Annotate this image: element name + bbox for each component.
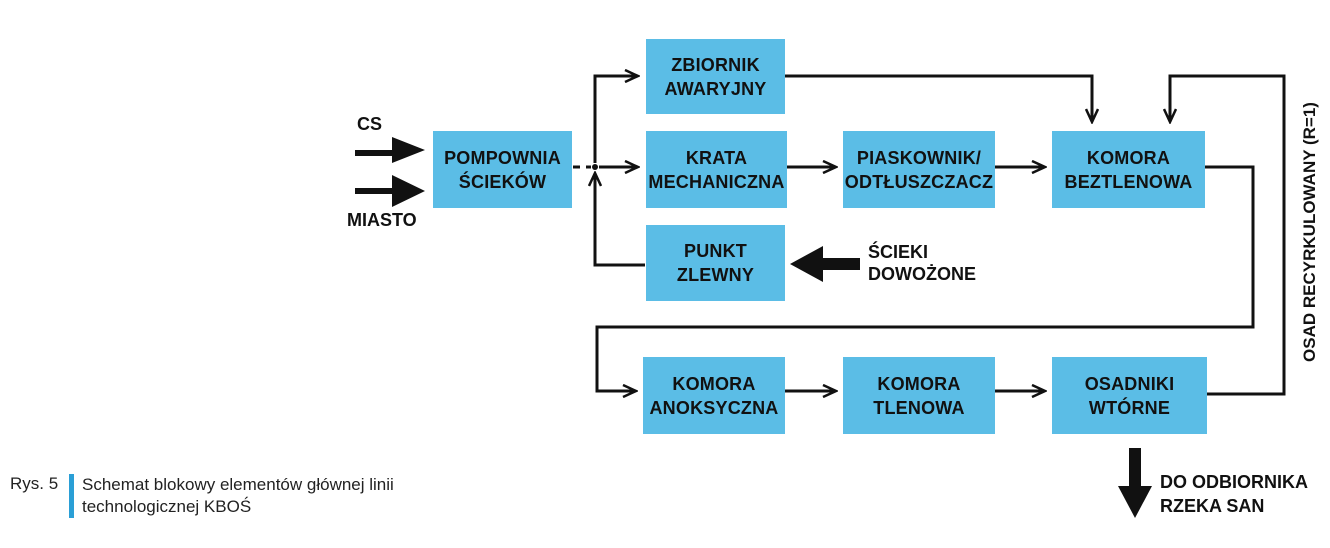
figure-caption-text: Schemat blokowy elementów głównej linii … — [82, 475, 394, 516]
box-label-line1: POMPOWNIA — [444, 147, 561, 168]
box-osadniki-wtorne: OSADNIKI WTÓRNE — [1052, 357, 1207, 434]
box-label-line1: KOMORA — [877, 373, 961, 394]
label-cs: CS — [357, 114, 383, 134]
outlet-arrow — [1118, 448, 1152, 518]
junction-dot — [592, 164, 598, 170]
box-krata-mechaniczna: KRATA MECHANICZNA — [646, 131, 787, 208]
box-label-line1: KRATA — [685, 147, 748, 168]
box-label-line2: AWARYJNY — [664, 78, 767, 99]
box-label-line1: PUNKT — [684, 241, 747, 261]
box-label-line2: WTÓRNE — [1088, 397, 1171, 418]
arrow-to-zbiornik — [593, 76, 638, 163]
inlet-arrow-cs — [355, 137, 425, 163]
box-label-line2: ZLEWNY — [676, 265, 755, 285]
arrow-from-punkt — [595, 173, 645, 267]
caption-accent-bar — [69, 474, 74, 518]
box-label-line2: MECHANICZNA — [648, 171, 785, 192]
box-piaskownik-odtluszczacz: PIASKOWNIK/ ODTŁUSZCZACZ — [843, 131, 995, 208]
box-label-line1: PIASKOWNIK/ — [856, 147, 982, 168]
box-label-line1: ZBIORNIK — [671, 54, 760, 75]
box-zbiornik-awaryjny: ZBIORNIK AWARYJNY — [646, 39, 785, 114]
box-komora-anoksyczna: KOMORA ANOKSYCZNA — [643, 357, 785, 434]
arrow-beztlenowa-to-anoksyczna — [595, 165, 1255, 391]
box-pompownia-sciekow: POMPOWNIA ŚCIEKÓW — [433, 131, 572, 208]
arrow-zbiornik-to-beztlenowa — [785, 74, 1092, 122]
box-label-line2: BEZTLENOWA — [1064, 171, 1193, 192]
label-scieki-line2: DOWOŻONE — [868, 264, 976, 284]
box-label-line2: ODTŁUSZCZACZ — [844, 171, 994, 192]
box-komora-tlenowa: KOMORA TLENOWA — [843, 357, 995, 434]
label-scieki-line1: ŚCIEKI — [868, 242, 929, 262]
box-label-line2: ŚCIEKÓW — [458, 171, 547, 192]
box-label-line1: KOMORA — [672, 373, 756, 394]
label-miasto: MIASTO — [347, 210, 417, 230]
box-label-line1: OSADNIKI — [1084, 373, 1175, 394]
box-punkt-zlewny: PUNKT ZLEWNY — [646, 225, 785, 301]
arrow-recirculation — [1170, 74, 1286, 396]
label-outlet-line2: RZEKA SAN — [1160, 496, 1265, 516]
label-osad-recyrkulowany: OSAD RECYRKULOWANY (R=1) — [1300, 102, 1319, 362]
figure-caption-prefix: Rys. 5 — [10, 474, 59, 493]
box-komora-beztlenowa: KOMORA BEZTLENOWA — [1052, 131, 1205, 208]
box-label-line2: ANOKSYCZNA — [649, 397, 779, 418]
box-label-line1: KOMORA — [1086, 147, 1171, 168]
box-label-line2: TLENOWA — [873, 397, 965, 418]
inlet-arrow-miasto — [355, 175, 425, 207]
label-outlet-line1: DO ODBIORNIKA — [1160, 472, 1308, 492]
inlet-arrow-scieki — [790, 246, 860, 282]
